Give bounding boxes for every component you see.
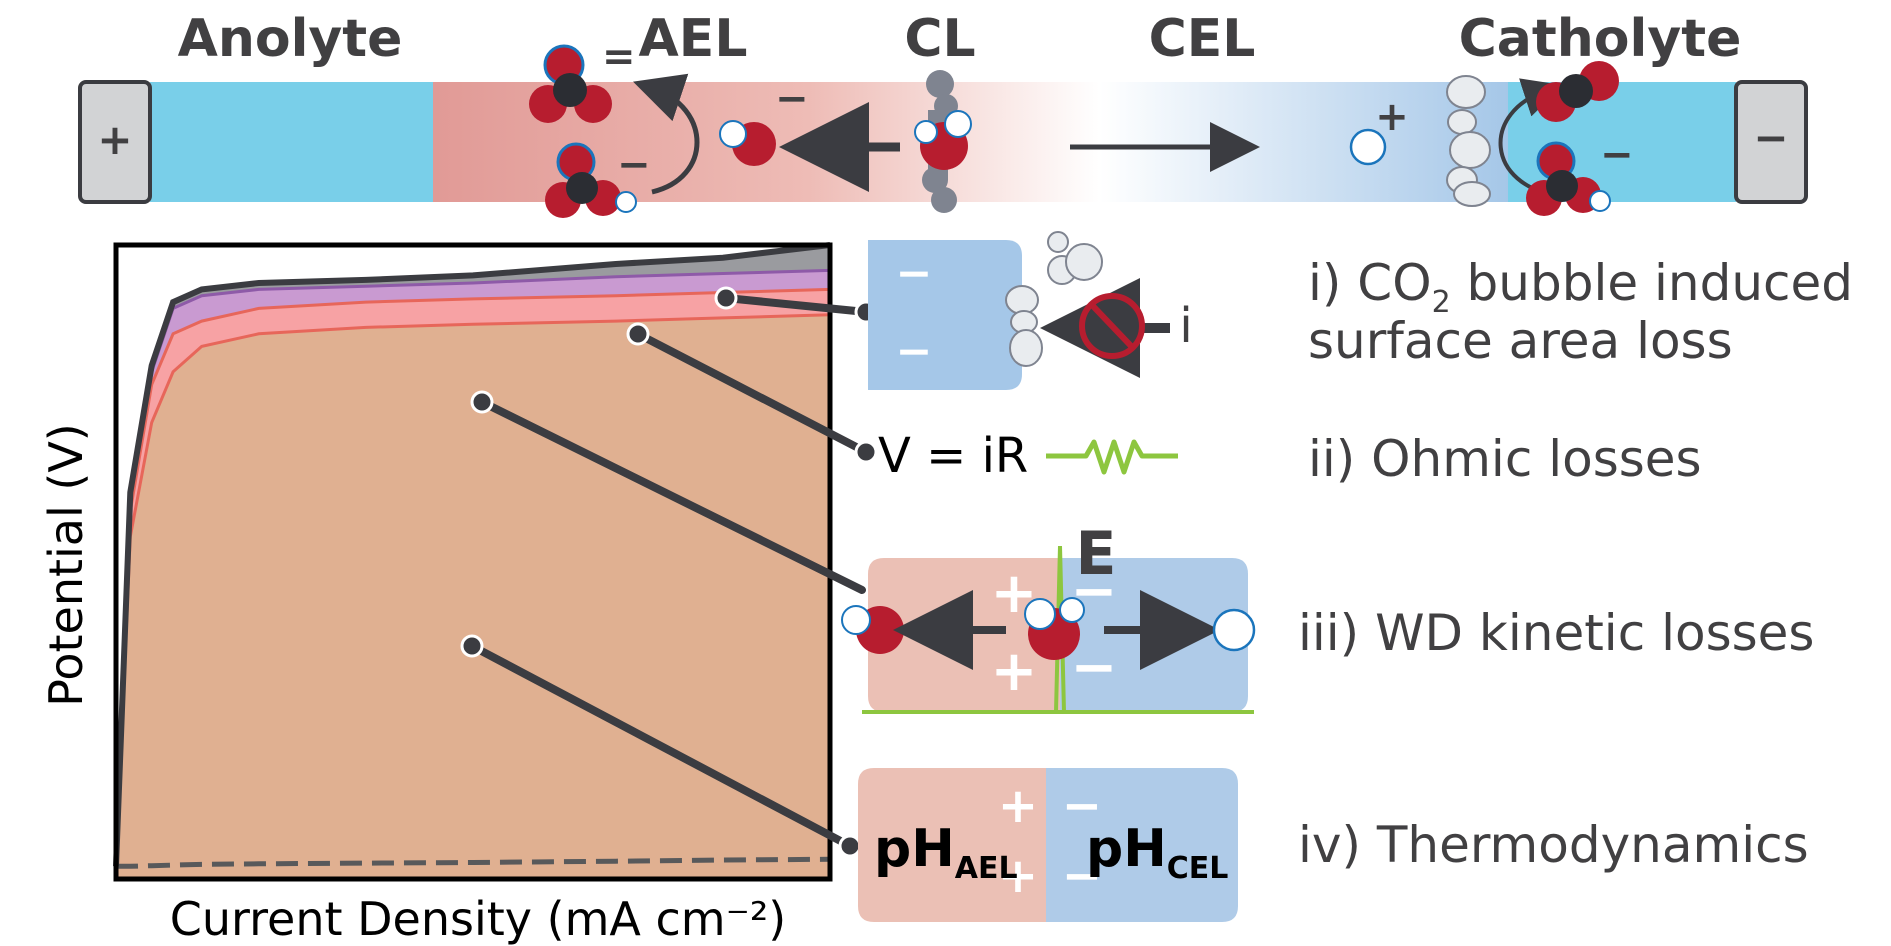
leader-bubble bbox=[722, 294, 870, 316]
label-cel: CEL bbox=[1149, 9, 1256, 69]
callout-thermo-panel: + + − − pHAEL pHCEL bbox=[858, 768, 1238, 922]
ph-cel-subscript: CEL bbox=[1167, 851, 1229, 886]
ph-cel-label: pHCEL bbox=[1086, 819, 1228, 886]
leader-dots bbox=[460, 286, 878, 858]
bubble-current-label: i bbox=[1179, 298, 1192, 354]
wd-minus-bottom: − bbox=[1071, 635, 1118, 700]
loss-labels: i) CO2 bubble induced surface area loss … bbox=[1298, 254, 1853, 874]
label-ael: AEL bbox=[639, 9, 748, 69]
label-ohmic-loss: ii) Ohmic losses bbox=[1308, 430, 1702, 488]
wd-field-label: E bbox=[1076, 519, 1117, 589]
wd-kinetic-area bbox=[116, 289, 830, 867]
catholyte-bicarbonate-charge: − bbox=[1600, 132, 1634, 178]
membrane-strip: + − Anolyte AEL CL CEL Catholyte = − bbox=[78, 9, 1808, 218]
cathode-electrode: − bbox=[1734, 80, 1808, 204]
wd-water-icon bbox=[1024, 597, 1085, 660]
potential-chart: Current Density (mA cm⁻²) Potential (V) bbox=[39, 242, 833, 946]
wd-plus-bottom: + bbox=[991, 639, 1038, 704]
thermodynamic-baseline bbox=[116, 856, 831, 869]
bicarbonate-molecule-icon bbox=[545, 142, 637, 218]
anolyte-region bbox=[150, 82, 433, 202]
carbonate-molecule-icon bbox=[529, 44, 612, 123]
label-thermo: iv) Thermodynamics bbox=[1298, 816, 1809, 874]
label-bubble-loss-line1: i) CO2 bubble induced bbox=[1308, 254, 1853, 320]
resistor-icon bbox=[1046, 439, 1178, 475]
callout-wd-panel: E + + − − bbox=[841, 519, 1256, 714]
proton-icon bbox=[1349, 128, 1387, 166]
thermo-plus-bottom: + bbox=[998, 848, 1038, 904]
ph-ael-text: pH bbox=[874, 819, 955, 879]
catholyte-bicarbonate-molecule-icon bbox=[1526, 141, 1611, 216]
surface-bubbles-icon bbox=[1005, 285, 1043, 367]
total-potential-curve bbox=[113, 242, 831, 867]
bubble-label-suffix: bubble induced bbox=[1451, 254, 1853, 312]
wd-proton-icon bbox=[1212, 608, 1256, 652]
water-molecule-icon bbox=[914, 110, 972, 170]
prohibited-icon bbox=[1079, 293, 1145, 359]
leader-lines bbox=[468, 294, 870, 850]
label-cl: CL bbox=[904, 9, 975, 69]
chart-areas bbox=[116, 245, 830, 879]
thermodynamics-area-edge bbox=[116, 313, 830, 867]
leader-thermo bbox=[468, 642, 854, 850]
rising-bubbles-icon bbox=[1047, 231, 1103, 285]
ael-cel-region bbox=[433, 82, 1508, 202]
thermo-plus-top: + bbox=[998, 778, 1038, 834]
wd-hydroxide-icon bbox=[841, 605, 904, 654]
anode-electrode: + bbox=[78, 80, 152, 204]
bubble-label-prefix: i) CO bbox=[1308, 254, 1432, 312]
label-bubble-loss-line2: surface area loss bbox=[1308, 312, 1733, 370]
hydroxide-charge: − bbox=[775, 76, 809, 122]
callout-bubble-panel: − − i bbox=[868, 231, 1193, 390]
bubble-minus-bottom: − bbox=[896, 326, 933, 377]
label-wd-loss: iii) WD kinetic losses bbox=[1298, 604, 1814, 662]
ohmic-equation: V = iR bbox=[878, 428, 1028, 484]
wd-kinetic-area-edge bbox=[116, 287, 830, 867]
chart-frame bbox=[113, 242, 833, 882]
carbonate-charge: = bbox=[602, 34, 636, 80]
chart-ylabel: Potential (V) bbox=[39, 423, 93, 707]
label-anolyte: Anolyte bbox=[178, 9, 403, 69]
catholyte-co2-molecule-icon bbox=[1536, 61, 1619, 122]
ph-ael-subscript: AEL bbox=[955, 851, 1018, 886]
bubble-minus-top: − bbox=[896, 248, 933, 299]
hydroxide-molecule-icon bbox=[719, 120, 776, 166]
field-spike-icon bbox=[1050, 545, 1070, 714]
chart-xlabel: Current Density (mA cm⁻²) bbox=[170, 892, 787, 946]
bicarbonate-charge: − bbox=[617, 142, 651, 188]
leader-ohmic bbox=[634, 330, 870, 456]
anode-sign: + bbox=[97, 115, 132, 164]
bubble-label-sub: 2 bbox=[1432, 285, 1451, 320]
label-catholyte: Catholyte bbox=[1459, 9, 1742, 69]
cathode-sign: − bbox=[1753, 113, 1788, 162]
ael-curved-arrow-icon bbox=[633, 73, 700, 195]
thermo-minus-bottom: − bbox=[1062, 848, 1102, 904]
co2-bubble-column-icon bbox=[1446, 75, 1491, 207]
callout-ohmic: V = iR bbox=[878, 428, 1178, 484]
ph-ael-label: pHAEL bbox=[874, 819, 1018, 886]
leader-wd bbox=[478, 398, 866, 594]
ph-cel-text: pH bbox=[1086, 819, 1167, 879]
proton-charge: + bbox=[1375, 94, 1409, 140]
thermo-minus-top: − bbox=[1062, 778, 1102, 834]
